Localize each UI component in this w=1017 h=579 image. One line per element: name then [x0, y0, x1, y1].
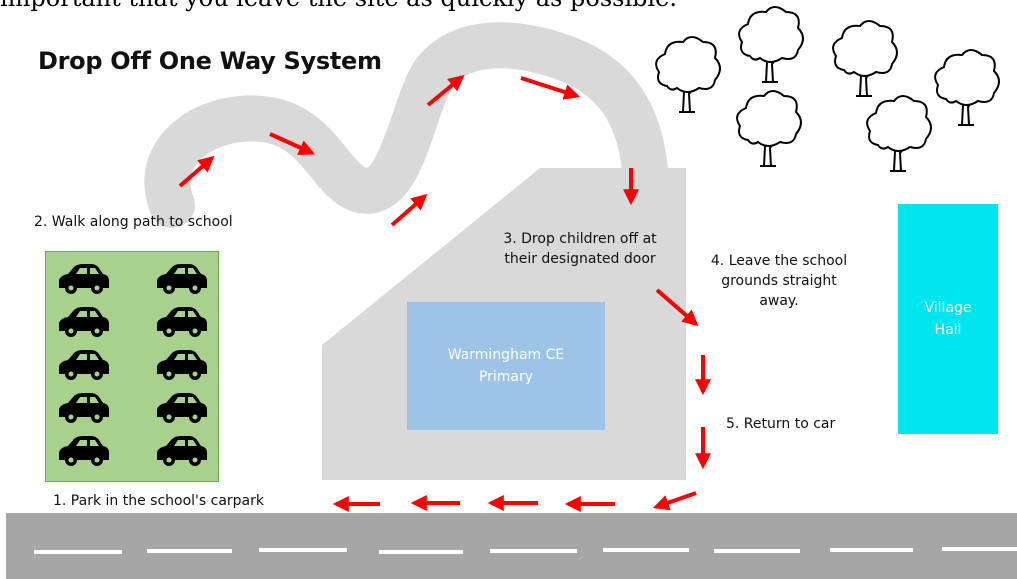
- step-4-label: 4. Leave the school grounds straight awa…: [710, 253, 848, 309]
- arrow: [178, 155, 215, 188]
- footpath: [144, 22, 668, 228]
- car-icon: [59, 436, 109, 466]
- arrow: [655, 288, 699, 327]
- carpark-cars: [59, 264, 207, 466]
- trees: [655, 6, 1000, 172]
- tree-icon: [934, 49, 1000, 126]
- car-icon: [59, 350, 109, 380]
- header-text: important that you leave the site as qui…: [0, 0, 1017, 12]
- car-icon: [59, 264, 109, 294]
- village-hall: Village Hall: [898, 204, 998, 434]
- arrow: [520, 76, 581, 100]
- arrow: [390, 193, 428, 227]
- carpark: [45, 251, 219, 482]
- car-icon: [59, 393, 109, 423]
- school-building: Warmingham CE Primary: [407, 302, 605, 430]
- tree-icon: [866, 95, 932, 172]
- arrow: [426, 74, 465, 107]
- tree-icon: [655, 36, 721, 113]
- step-3-label: 3. Drop children off at their designated…: [503, 231, 657, 267]
- step-2-label: 2. Walk along path to school: [34, 214, 233, 230]
- tree-icon: [832, 20, 898, 97]
- arrow: [269, 132, 315, 156]
- car-icon: [157, 307, 207, 337]
- car-icon: [157, 264, 207, 294]
- step-1-label: 1. Park in the school's carpark: [53, 493, 264, 509]
- diagram-title: Drop Off One Way System: [38, 47, 382, 75]
- road-markings: [34, 547, 1017, 554]
- car-icon: [157, 350, 207, 380]
- tree-icon: [736, 90, 802, 167]
- step-5-label: 5. Return to car: [726, 416, 836, 432]
- car-icon: [157, 393, 207, 423]
- direction-arrows: [178, 74, 711, 512]
- school-label: Warmingham CE Primary: [447, 347, 565, 385]
- car-icon: [157, 436, 207, 466]
- tree-icon: [738, 6, 804, 83]
- arrow: [652, 491, 697, 511]
- car-icon: [59, 307, 109, 337]
- village-hall-label: Village Hall: [924, 300, 972, 338]
- road: [6, 513, 1017, 579]
